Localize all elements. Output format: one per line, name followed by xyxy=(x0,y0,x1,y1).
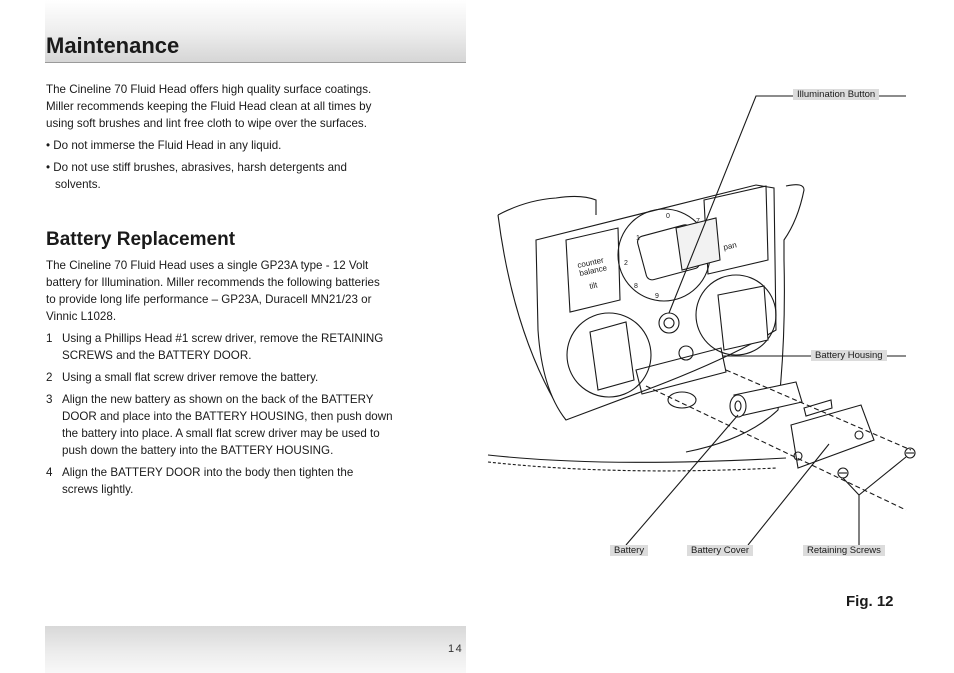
battery-intro-line-3: to provide long life performance – GP23A… xyxy=(46,293,372,306)
cover-hole-right xyxy=(854,430,864,440)
dial-number: 1 xyxy=(636,235,640,242)
base-screw-hole xyxy=(667,391,697,409)
right-dial-ring xyxy=(695,274,777,356)
leader-battery-cover xyxy=(747,443,830,546)
battery-terminal xyxy=(729,394,747,418)
housing-screw-hole xyxy=(678,345,694,361)
callout-battery-housing: Battery Housing xyxy=(811,350,887,361)
illumination-button-inner xyxy=(663,317,675,329)
right-dial-knob xyxy=(717,285,769,351)
step-text: Align the new battery as shown on the ba… xyxy=(62,393,374,406)
callout-retaining-screws: Retaining Screws xyxy=(803,545,885,556)
cover-clip xyxy=(803,399,833,417)
callout-battery-cover: Battery Cover xyxy=(687,545,754,556)
step-text: screws lightly. xyxy=(62,483,134,496)
footer-band xyxy=(45,626,466,673)
step-text: Align the BATTERY DOOR into the body the… xyxy=(62,466,354,479)
dial-number: 7 xyxy=(696,218,700,225)
left-dial-knob xyxy=(589,321,635,391)
dial-number: 8 xyxy=(634,283,638,290)
step-text: push down the battery into the BATTERY H… xyxy=(62,444,334,457)
page-title: Maintenance xyxy=(46,33,180,58)
section-title-battery: Battery Replacement xyxy=(46,229,236,250)
assembly-line xyxy=(725,369,912,451)
intro-line-2: Miller recommends keeping the Fluid Head… xyxy=(46,100,372,113)
leader-screws xyxy=(842,456,907,496)
bullet-brushes-cont: solvents. xyxy=(55,178,101,191)
counter-balance-window xyxy=(565,227,621,313)
base-curve-inner xyxy=(487,461,777,472)
left-dial-ring xyxy=(566,312,652,398)
fluid-head-illustration: counter balance tilt pan xyxy=(486,90,916,570)
dial-number: 2 xyxy=(624,260,628,267)
intro-line-1: The Cineline 70 Fluid Head offers high q… xyxy=(46,83,372,96)
step-number: 1 xyxy=(46,332,53,345)
head-right-body xyxy=(685,184,805,453)
retaining-screw-2 xyxy=(904,447,916,459)
tilt-label: tilt xyxy=(589,280,599,291)
base-curve xyxy=(487,454,787,463)
bullet-immerse: • Do not immerse the Fluid Head in any l… xyxy=(46,139,282,152)
dial-number: 0 xyxy=(666,213,670,220)
callout-battery: Battery xyxy=(610,545,649,556)
retaining-screw-1 xyxy=(837,467,849,479)
leader-battery xyxy=(625,414,739,546)
step-number: 3 xyxy=(46,393,53,406)
step-text: the battery into place. A small flat scr… xyxy=(62,427,380,440)
step-text: Using a Phillips Head #1 screw driver, r… xyxy=(62,332,384,345)
battery-intro-line-1: The Cineline 70 Fluid Head uses a single… xyxy=(46,259,369,272)
step-text: DOOR and place into the BATTERY HOUSING,… xyxy=(62,410,393,423)
page-number: 14 xyxy=(448,643,464,655)
head-body-outline xyxy=(497,195,597,216)
step-number: 4 xyxy=(46,466,53,479)
dial-number: 9 xyxy=(655,293,659,300)
battery-intro-line-2: battery for Illumination. Miller recomme… xyxy=(46,276,380,289)
header-rule xyxy=(45,62,466,63)
top-dial-knob-face xyxy=(675,217,721,271)
header-band xyxy=(45,0,466,62)
battery-terminal-tip xyxy=(734,400,742,412)
pan-label: pan xyxy=(723,240,738,252)
intro-line-3: using soft brushes and lint free cloth t… xyxy=(46,117,367,130)
battery-intro-line-4: Vinnic L1028. xyxy=(46,310,117,323)
step-number: 2 xyxy=(46,371,53,384)
figure-label: Fig. 12 xyxy=(846,593,894,610)
battery-cover xyxy=(790,404,875,469)
assembly-line xyxy=(645,385,907,511)
step-text: SCREWS and the BATTERY DOOR. xyxy=(62,349,252,362)
step-text: Using a small flat screw driver remove t… xyxy=(62,371,319,384)
bullet-brushes: • Do not use stiff brushes, abrasives, h… xyxy=(46,161,347,174)
callout-illumination-button: Illumination Button xyxy=(793,89,880,100)
